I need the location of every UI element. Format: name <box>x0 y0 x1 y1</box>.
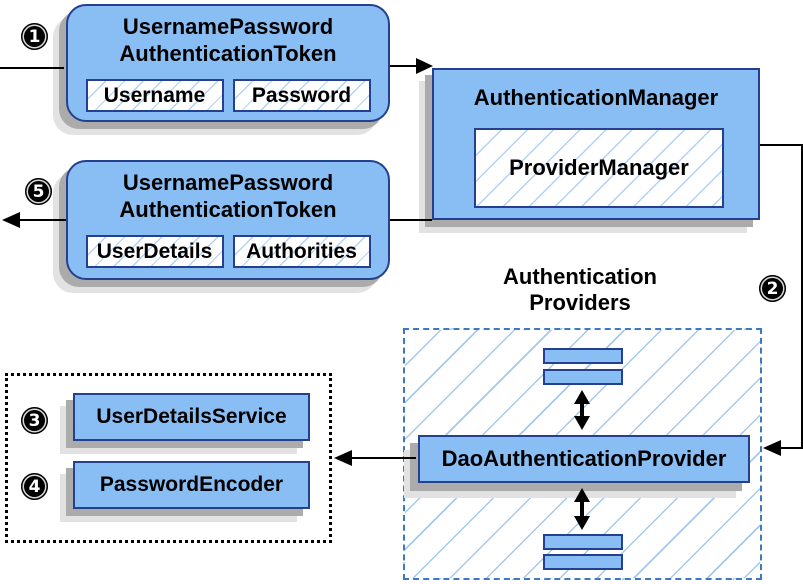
request-token-fields: Username Password <box>68 79 388 112</box>
authentication-providers-label-line1: Authentication <box>503 264 657 289</box>
dao-authentication-provider-box: DaoAuthenticationProvider <box>418 435 750 483</box>
request-token-box: UsernamePassword AuthenticationToken Use… <box>66 4 390 122</box>
authorities-field-box: Authorities <box>232 235 371 268</box>
step-badge-5: 5 <box>25 178 52 205</box>
provider-slot-top-bar-2 <box>543 369 623 385</box>
response-token-title-line1: UsernamePassword <box>122 170 334 195</box>
authentication-manager-box: AuthenticationManager ProviderManager <box>432 68 760 220</box>
user-details-service-box: UserDetailsService <box>73 393 310 441</box>
provider-to-services-arrowhead <box>334 450 352 466</box>
password-encoder-box: PasswordEncoder <box>73 461 310 509</box>
authentication-manager-title: AuthenticationManager <box>473 85 719 110</box>
token-to-manager-arrowhead <box>416 58 433 74</box>
response-token-title: UsernamePassword AuthenticationToken <box>68 169 388 223</box>
authentication-providers-label: Authentication Providers <box>455 264 705 316</box>
step-badge-3: 3 <box>21 407 48 434</box>
response-token-title-line2: AuthenticationToken <box>119 197 337 222</box>
provider-slot-bottom-bar-1 <box>543 534 623 550</box>
outgoing-arrowhead <box>2 212 20 228</box>
services-container <box>5 373 332 543</box>
userdetails-field-box: UserDetails <box>85 235 224 268</box>
authentication-providers-label-line2: Providers <box>529 290 631 315</box>
request-token-title-line2: AuthenticationToken <box>119 41 337 66</box>
response-token-box: UsernamePassword AuthenticationToken Use… <box>66 160 390 280</box>
provider-slot-top-bar-1 <box>543 348 623 364</box>
request-token-title: UsernamePassword AuthenticationToken <box>68 13 388 67</box>
provider-manager-box: ProviderManager <box>474 128 724 208</box>
step-badge-4: 4 <box>21 473 48 500</box>
request-token-title-line1: UsernamePassword <box>122 14 334 39</box>
provider-slot-bottom-bar-2 <box>543 554 623 570</box>
username-field-box: Username <box>85 79 224 112</box>
manager-to-provider-arrowhead <box>763 440 781 456</box>
password-field-box: Password <box>232 79 371 112</box>
response-token-fields: UserDetails Authorities <box>68 235 388 268</box>
step-badge-1: 1 <box>21 23 48 50</box>
step-badge-2: 2 <box>759 275 786 302</box>
